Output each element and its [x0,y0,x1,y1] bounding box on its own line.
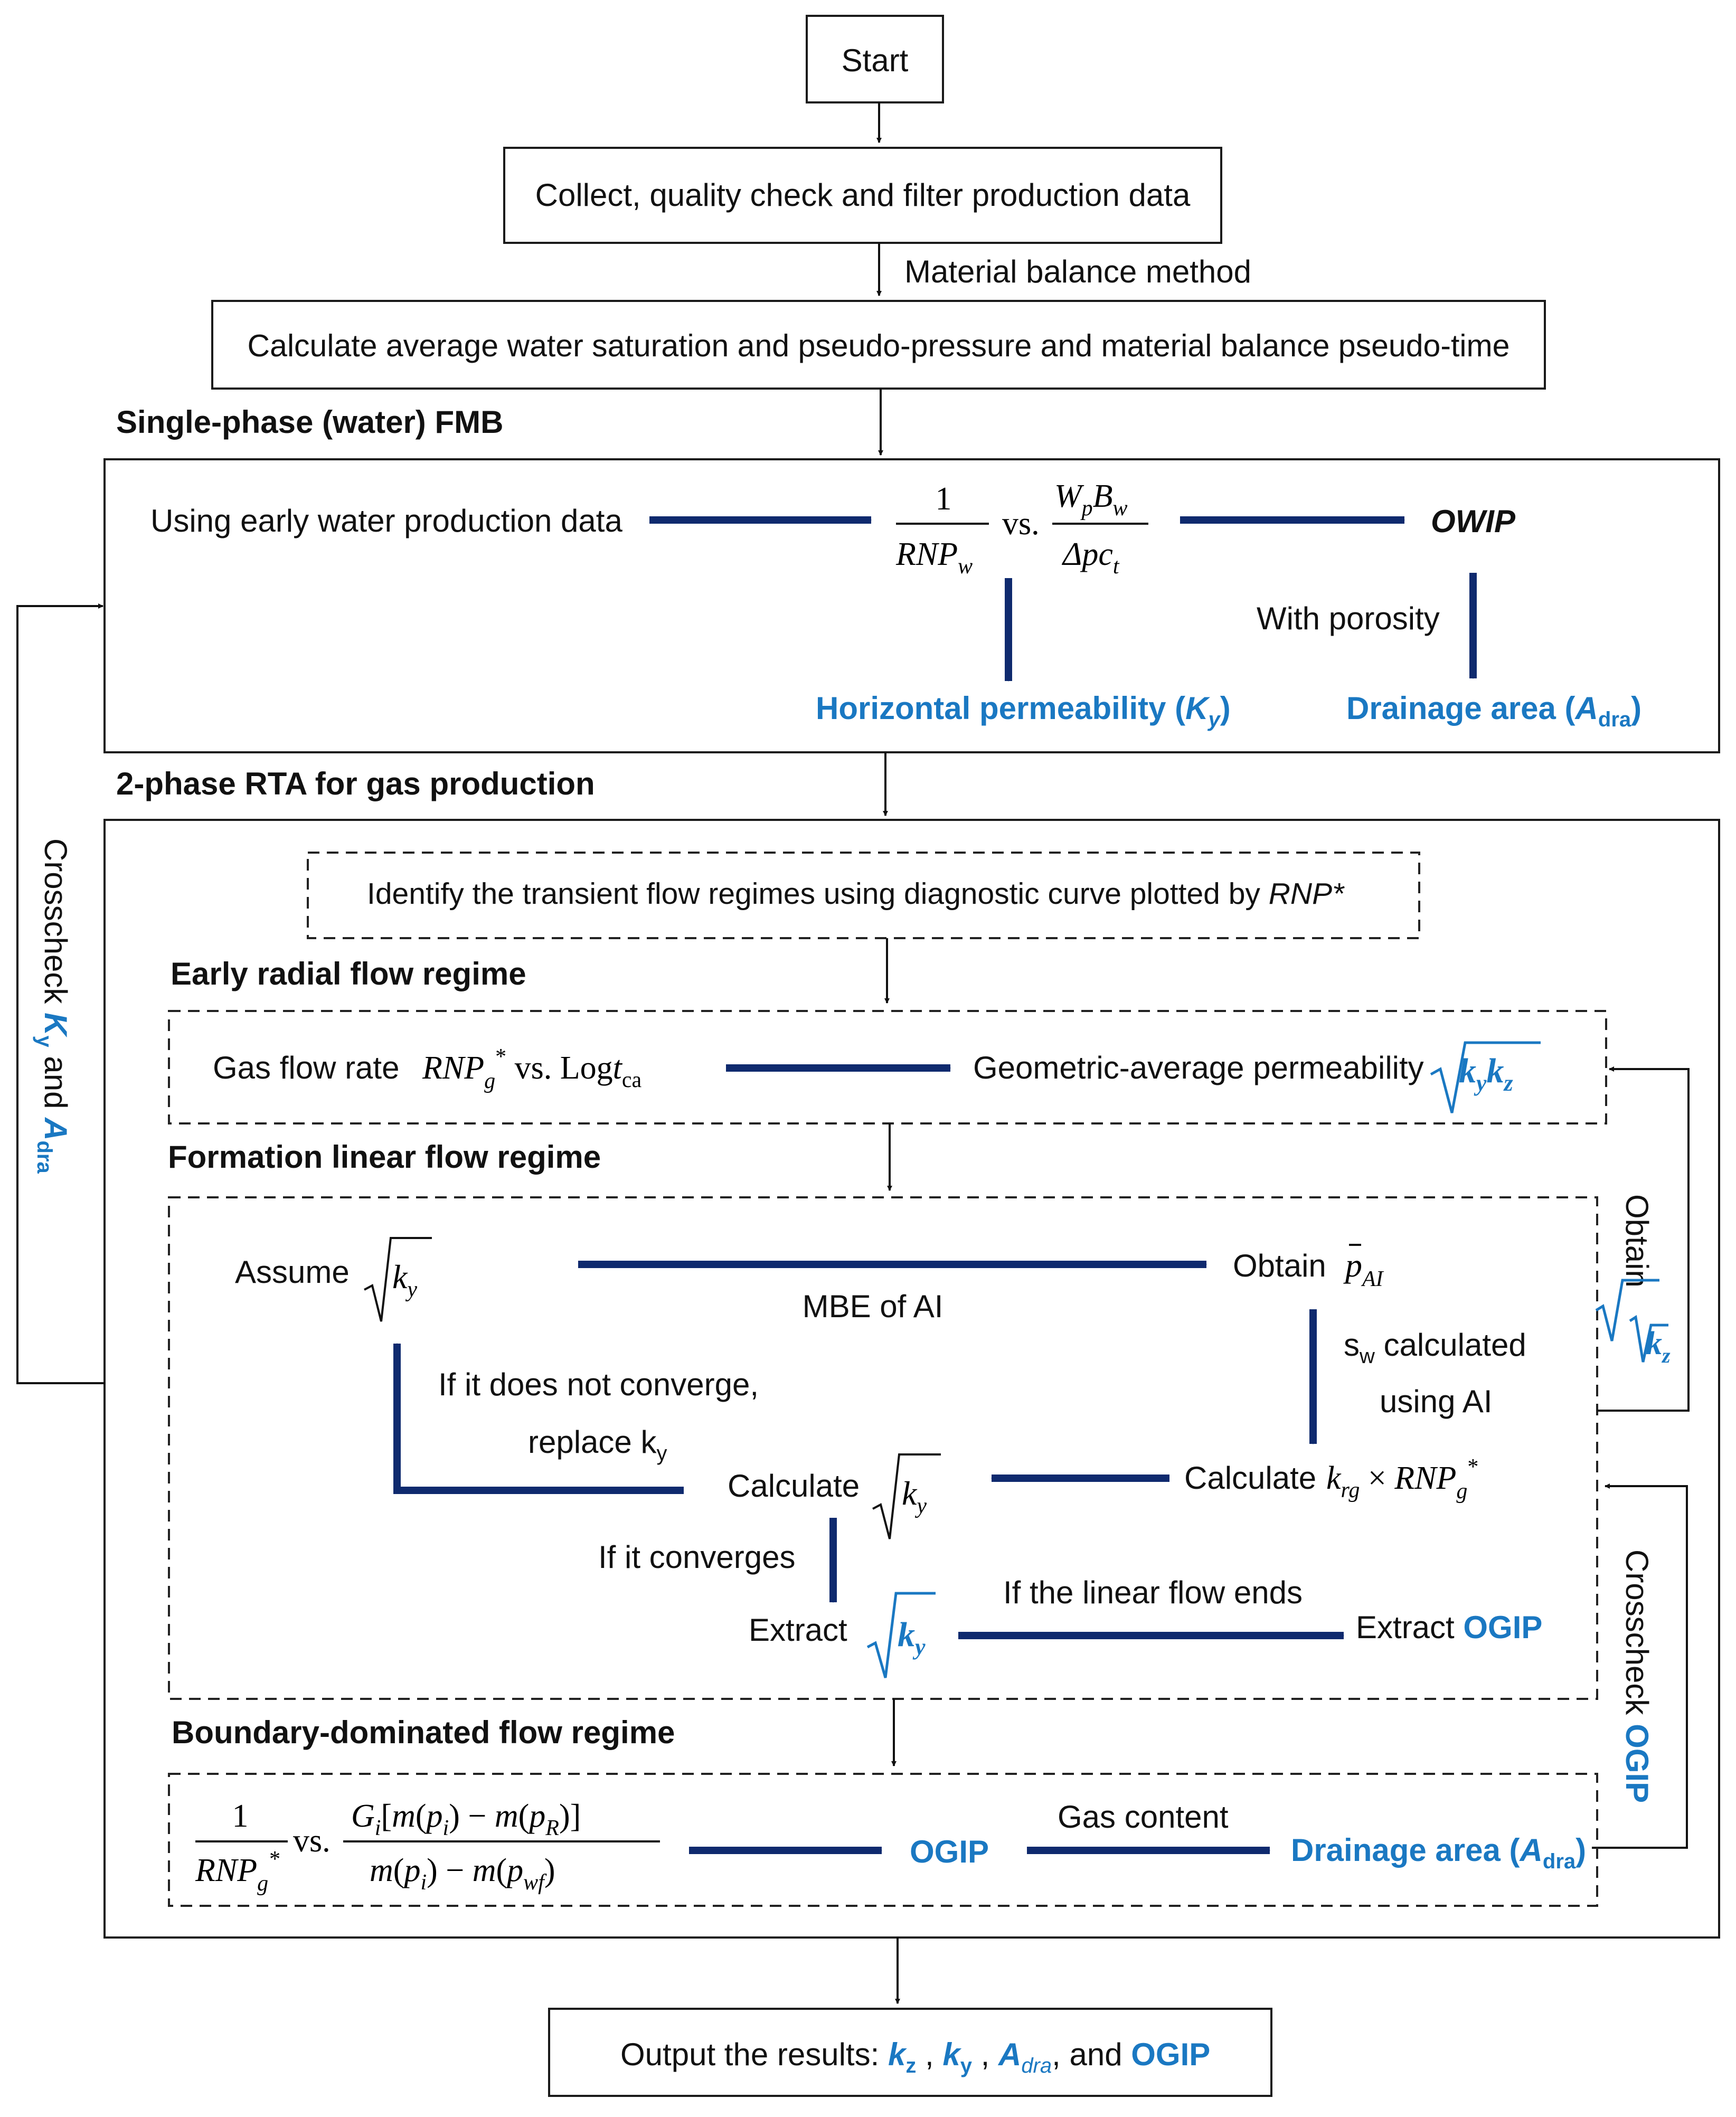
collect-label: Collect, quality check and filter produc… [535,177,1191,213]
assume-label: Assume [235,1254,350,1290]
sw-calculated-label: sw calculated [1344,1327,1526,1368]
svg-text:Δpct: Δpct [1061,536,1120,579]
svg-text:ky: ky [392,1258,417,1302]
sqrt-ky-extract-blue: ky [866,1592,936,1678]
using-ai-label: using AI [1380,1384,1493,1419]
svg-text:vs.: vs. [293,1823,331,1859]
crosscheck-left-label: Crosscheck Ky and Adra [33,838,73,1174]
formation-linear-box [168,1196,1598,1700]
svg-text:WpBw: WpBw [1054,478,1128,521]
if-not-converge-label: If it does not converge, [438,1367,759,1402]
early-water-label: Using early water production data [150,503,622,538]
early-radial-formula: RNPg* vs. Logtca [422,1045,641,1093]
two-phase-header: 2-phase RTA for gas production [116,766,595,801]
svg-text:m(pi) − m(pwf): m(pi) − m(pwf) [370,1853,555,1895]
svg-text:ky: ky [902,1475,927,1518]
arrow-calc-ky-to-assume [393,1343,684,1494]
identify-label: Identify the transient flow regimes usin… [367,877,1345,911]
drainage-area-label-bottom: Drainage area (Adra) [1291,1832,1586,1873]
svg-text:RNPw: RNPw [895,536,973,579]
two-phase-panel [103,819,1720,1939]
svg-text:1: 1 [232,1798,249,1834]
gas-flow-rate-label: Gas flow rate [213,1050,399,1085]
calculate-box [211,300,1546,390]
extract-ky-label: Extract [749,1612,847,1648]
svg-text:Gi[m(pi) − m(pR)]: Gi[m(pi) − m(pR)] [351,1798,581,1840]
obtain-kz-connector [1597,1066,1690,1412]
identify-box [307,852,1420,939]
svg-text:RNPg*: RNPg* [195,1847,279,1896]
sqrt-kz-side-blue [1595,1279,1659,1341]
single-phase-header: Single-phase (water) FMB [116,404,503,440]
if-converges-label: If it converges [598,1539,796,1575]
early-radial-box [168,1010,1607,1124]
output-label: Output the results: kz , ky , Adra, and … [620,2037,1210,2077]
crosscheck-ogip-side-label: Crosscheck OGIP [1619,1549,1655,1803]
owip-label: OWIP [1431,504,1516,539]
svg-text:ky: ky [898,1615,926,1660]
start-label: Start [842,43,909,78]
replace-ky-label: replace ky [528,1424,667,1465]
gas-content-label: Gas content [1058,1799,1229,1835]
svg-text:1: 1 [936,481,952,517]
crosscheck-left-connector [16,603,105,1384]
output-box [548,2008,1272,2097]
ogip-label: OGIP [910,1834,989,1869]
svg-text:pAI: pAI [1343,1246,1384,1291]
material-balance-label: Material balance method [904,254,1251,289]
calculate-label: Calculate average water saturation and p… [248,328,1510,363]
boundary-formula: 1 RNPg* vs. Gi[m(pi) − m(pR)] m(pi) − m(… [195,1798,660,1896]
horizontal-permeability-label: Horizontal permeability (Ky) [816,691,1231,731]
calculate-krg-label: Calculate [1184,1460,1316,1496]
obtain-kz-side-label: Obtain [1619,1194,1655,1288]
svg-text:kykz: kykz [1459,1052,1513,1096]
extract-ogip-label: Extract OGIP [1356,1610,1542,1645]
pbar-ai: pAI [1343,1244,1384,1291]
single-phase-panel [103,458,1720,753]
sqrt-kz-side-text: kz [1629,1315,1671,1367]
sqrt-ky-assume: ky [364,1237,432,1322]
collect-box [503,147,1222,244]
water-fmb-formula: 1 RNPw vs. WpBw Δpct [895,478,1148,579]
if-linear-ends-label: If the linear flow ends [1003,1575,1303,1610]
boundary-box [168,1773,1598,1907]
svg-text:kz: kz [1646,1326,1671,1367]
obtain-label: Obtain [1233,1248,1326,1283]
boundary-header: Boundary-dominated flow regime [172,1715,675,1750]
calculate-ky-label: Calculate [728,1468,860,1504]
start-box [806,15,944,103]
sqrt-ky-calculate: ky [872,1453,941,1539]
early-radial-header: Early radial flow regime [171,956,526,991]
krg-rnp-formula: krg × RNPg* [1326,1455,1478,1504]
vs-label: vs. [1002,506,1040,542]
sqrt-ky-kz-blue: kykz [1430,1041,1541,1113]
with-porosity-label: With porosity [1257,601,1440,636]
drainage-area-label-top: Drainage area (Adra) [1346,691,1641,731]
crosscheck-ogip-connector [1592,1483,1688,1849]
mbe-of-ai-label: MBE of AI [803,1289,944,1324]
geometric-average-label: Geometric-average permeability [973,1050,1424,1085]
formation-linear-header: Formation linear flow regime [168,1139,601,1175]
